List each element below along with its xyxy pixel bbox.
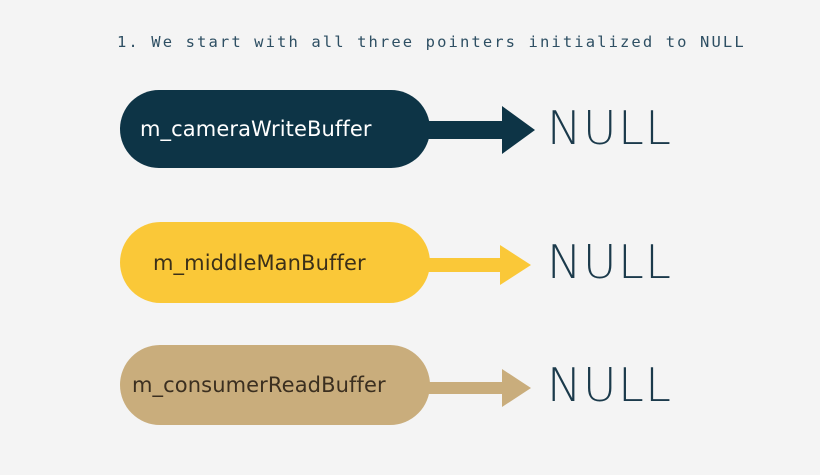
pointer-box-camera-write-buffer[interactable]: m_cameraWriteBuffer [120,90,430,168]
arrow-right-icon [428,369,531,407]
null-target-consumer: NULL [547,358,673,412]
pointer-row-camera: m_cameraWriteBuffer NULL [0,90,820,170]
null-target-camera: NULL [547,101,673,155]
pointer-box-middle-man-buffer[interactable]: m_middleManBuffer [120,222,430,303]
pointer-box-label: m_consumerReadBuffer [132,373,386,397]
step-caption: 1. We start with all three pointers init… [117,33,746,51]
arrow-right-icon [428,245,531,285]
arrow-right-icon [428,106,535,154]
pointer-row-consumer: m_consumerReadBuffer NULL [0,345,820,426]
pointer-row-middleman: m_middleManBuffer NULL [0,222,820,304]
null-target-middleman: NULL [547,235,673,289]
pointer-box-label: m_cameraWriteBuffer [140,117,372,141]
pointer-box-label: m_middleManBuffer [153,250,366,275]
pointer-box-consumer-read-buffer[interactable]: m_consumerReadBuffer [120,345,430,425]
